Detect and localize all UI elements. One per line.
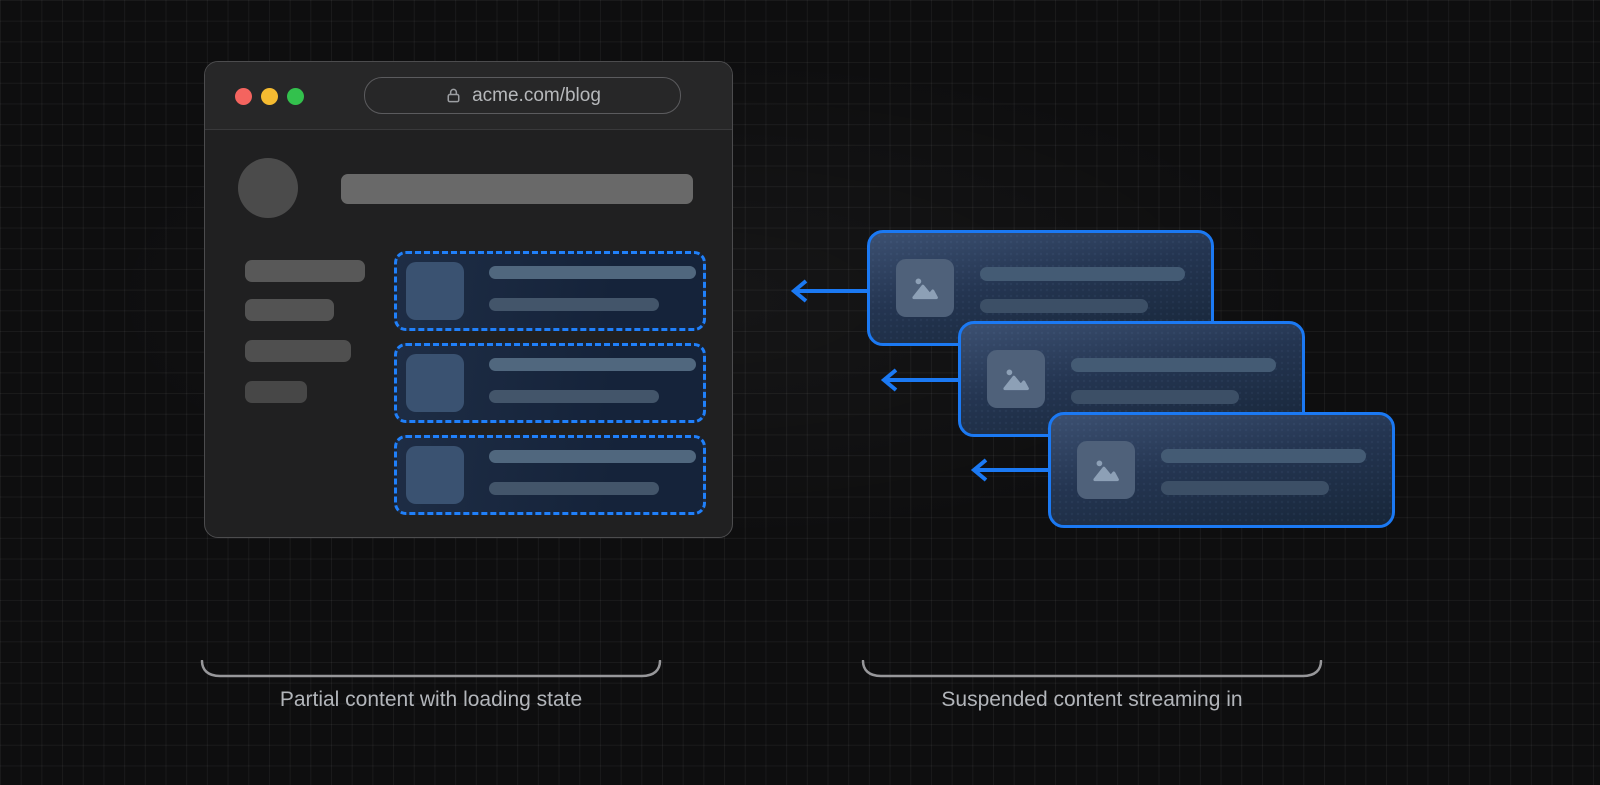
image-thumbnail	[987, 350, 1045, 408]
lock-icon	[447, 88, 460, 103]
browser-viewport	[205, 131, 732, 537]
image-icon	[1093, 460, 1119, 482]
loading-card-placeholder	[394, 251, 706, 331]
text-skeleton-line	[980, 299, 1148, 313]
bracket-right	[861, 660, 1323, 678]
text-skeleton-line	[1161, 481, 1329, 495]
streaming-card	[1048, 412, 1395, 528]
text-skeleton-line	[1071, 390, 1239, 404]
caption-partial-content: Partial content with loading state	[279, 688, 583, 711]
image-thumbnail	[896, 259, 954, 317]
text-skeleton-line	[489, 358, 696, 371]
image-icon	[1003, 369, 1029, 391]
page-title-skeleton	[341, 174, 693, 204]
url-text: acme.com/blog	[472, 84, 601, 106]
thumbnail-skeleton	[406, 446, 464, 504]
image-thumbnail	[1077, 441, 1135, 499]
arrow-left-icon	[790, 279, 868, 303]
image-icon	[912, 278, 938, 300]
browser-window: acme.com/blog	[204, 61, 733, 538]
text-skeleton-line	[1071, 358, 1276, 372]
arrow-left-icon	[880, 368, 958, 392]
caption-suspended-content: Suspended content streaming in	[941, 688, 1243, 711]
text-skeleton-line	[980, 267, 1185, 281]
text-skeleton-line	[489, 390, 659, 403]
minimize-window-button[interactable]	[261, 88, 278, 105]
arrow-left-icon	[970, 458, 1048, 482]
browser-titlebar: acme.com/blog	[205, 62, 732, 130]
bracket-left	[200, 660, 662, 678]
sidebar-skeleton-line	[245, 260, 365, 282]
close-window-button[interactable]	[235, 88, 252, 105]
sidebar-skeleton-line	[245, 299, 334, 321]
loading-card-placeholder	[394, 435, 706, 515]
zoom-window-button[interactable]	[287, 88, 304, 105]
window-controls	[235, 88, 304, 105]
text-skeleton-line	[489, 266, 696, 279]
avatar	[238, 158, 298, 218]
sidebar-skeleton-line	[245, 381, 307, 403]
text-skeleton-line	[489, 298, 659, 311]
text-skeleton-line	[489, 482, 659, 495]
text-skeleton-line	[489, 450, 696, 463]
loading-card-placeholder	[394, 343, 706, 423]
address-bar[interactable]: acme.com/blog	[364, 77, 681, 114]
thumbnail-skeleton	[406, 354, 464, 412]
thumbnail-skeleton	[406, 262, 464, 320]
text-skeleton-line	[1161, 449, 1366, 463]
sidebar-skeleton-line	[245, 340, 351, 362]
